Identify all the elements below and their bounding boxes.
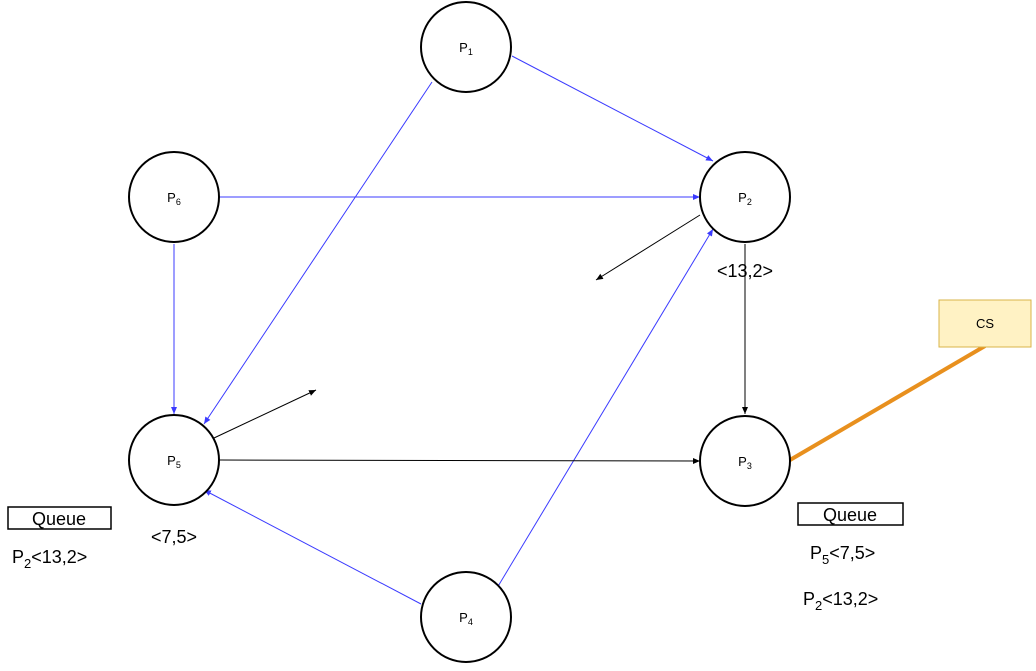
edge-p2-outgoing [595, 214, 701, 281]
edge-p4-to-p5 [203, 489, 422, 605]
critical-section-label: CS [976, 316, 994, 331]
timestamp-p5: <7,5> [151, 527, 197, 547]
node-p2[interactable]: P2 [699, 151, 791, 243]
svg-text:P2: P2 [738, 190, 752, 207]
svg-text:P6: P6 [167, 190, 181, 207]
svg-text:P3: P3 [738, 454, 752, 471]
node-p3[interactable]: P3 [699, 415, 791, 507]
node-p6[interactable]: P6 [128, 151, 220, 243]
queue-left-entry: P2<13,2> [12, 547, 87, 571]
queue-right-header [797, 502, 904, 526]
queue-left-header [7, 506, 112, 530]
edge-p5-outgoing [213, 389, 317, 439]
svg-text:P4: P4 [459, 610, 473, 627]
svg-text:P5: P5 [167, 453, 181, 470]
queue-left: Queue P2<13,2> [7, 506, 112, 571]
edge-p1-to-p2 [511, 55, 714, 162]
timestamp-p2: <13,2> [717, 261, 773, 281]
queue-right-entry: P2<13,2> [803, 589, 878, 613]
edge-p4-to-p2 [496, 228, 714, 589]
queue-right-title: Queue [823, 505, 877, 525]
queue-right-entry: P5<7,5> [810, 543, 875, 567]
svg-text:P1: P1 [459, 40, 473, 57]
cs-link [788, 344, 987, 462]
queue-right: Queue P5<7,5> P2<13,2> [797, 502, 904, 613]
queue-left-title: Queue [32, 509, 86, 529]
edge-p5-to-p3 [218, 457, 701, 464]
node-p4[interactable]: P4 [420, 571, 512, 663]
node-p5[interactable]: P5 [128, 414, 220, 506]
critical-section-box[interactable]: CS [938, 299, 1032, 348]
edge-p1-to-p5 [203, 81, 433, 425]
node-p1[interactable]: P1 [420, 1, 512, 93]
